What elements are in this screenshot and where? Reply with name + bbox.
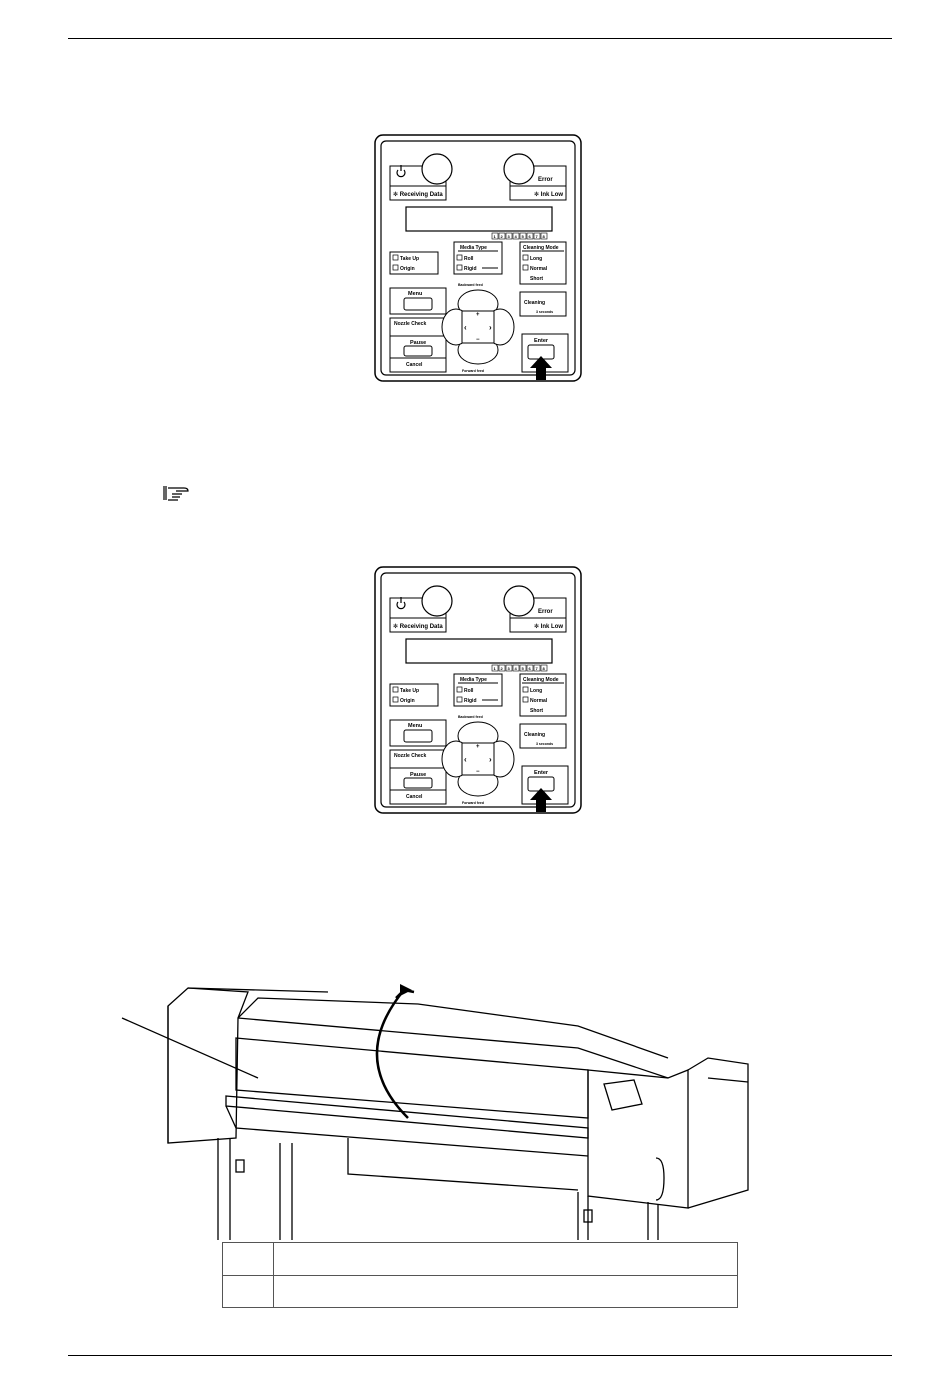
- table-row: [222, 1242, 738, 1276]
- svg-text:1: 1: [494, 234, 497, 239]
- cleaning-label: Cleaning: [524, 732, 545, 738]
- rigid-label: Rigid: [464, 266, 477, 272]
- press-arrow-icon: [530, 788, 552, 812]
- long-label: Long: [530, 256, 542, 262]
- arrow-pad[interactable]: + − ‹ ›: [441, 721, 515, 797]
- part-number: [222, 1242, 274, 1276]
- origin-label: Origin: [400, 698, 415, 704]
- svg-text:4: 4: [515, 666, 518, 671]
- short-label: Short: [530, 708, 543, 714]
- printer-illustration: [108, 978, 808, 1240]
- front-cover: [235, 1037, 589, 1119]
- svg-text:−: −: [476, 337, 480, 343]
- origin-label: Origin: [400, 266, 415, 272]
- pause-label: Pause: [410, 340, 426, 346]
- svg-text:5: 5: [522, 234, 525, 239]
- enter-label: Enter: [534, 770, 549, 776]
- svg-text:‹: ‹: [464, 323, 467, 332]
- cleaning-mode-label: Cleaning Mode: [523, 677, 559, 683]
- take-up-label: Take Up: [400, 256, 419, 262]
- forward-feed-label: Forward feed: [462, 369, 484, 373]
- three-seconds-label: 3 seconds: [536, 742, 553, 746]
- svg-text:7: 7: [536, 666, 539, 671]
- receiving-data-label: ✻ Receiving Data: [393, 191, 443, 198]
- header-rule: [68, 38, 892, 39]
- receiving-data-label: ✻ Receiving Data: [393, 623, 443, 630]
- cover-leader-line: [121, 1017, 259, 1079]
- cancel-label: Cancel: [406, 362, 423, 368]
- normal-label: Normal: [530, 698, 548, 704]
- footer-rule: [68, 1355, 892, 1356]
- part-description: [273, 1242, 738, 1276]
- enter-label: Enter: [534, 338, 549, 344]
- backward-feed-label: Backward feed: [458, 715, 483, 719]
- part-description: [273, 1274, 738, 1308]
- svg-text:8: 8: [543, 234, 546, 239]
- cleaning-mode-label: Cleaning Mode: [523, 245, 559, 251]
- svg-text:3: 3: [508, 234, 511, 239]
- svg-text:4: 4: [515, 234, 518, 239]
- control-panel-figure-1: ✻ Receiving Data Error ✻ Ink Low 1 2 3 4…: [374, 134, 582, 382]
- svg-text:1: 1: [494, 666, 497, 671]
- lcd-display: [405, 206, 553, 232]
- svg-text:›: ›: [489, 323, 492, 332]
- nozzle-check-label: Nozzle Check: [394, 321, 426, 327]
- cleaning-label: Cleaning: [524, 300, 545, 306]
- arrow-pad[interactable]: + − ‹ ›: [441, 289, 515, 365]
- svg-text:2: 2: [501, 234, 504, 239]
- svg-text:3: 3: [508, 666, 511, 671]
- menu-button[interactable]: [403, 729, 433, 743]
- short-label: Short: [530, 276, 543, 282]
- normal-label: Normal: [530, 266, 548, 272]
- ink-low-label: ✻ Ink Low: [534, 191, 563, 198]
- pause-button[interactable]: [403, 345, 433, 357]
- backward-feed-label: Backward feed: [458, 283, 483, 287]
- control-panel-figure-2: ✻ Receiving Data Error ✻ Ink Low 1 2 3 4…: [374, 566, 582, 814]
- table-row: [222, 1274, 738, 1308]
- error-label: Error: [538, 609, 553, 615]
- menu-button[interactable]: [403, 297, 433, 311]
- menu-label: Menu: [408, 723, 422, 729]
- media-type-label: Media Type: [460, 245, 487, 251]
- long-label: Long: [530, 688, 542, 694]
- power-icon: [396, 597, 406, 610]
- svg-text:›: ›: [489, 755, 492, 764]
- pointing-hand-icon: [163, 486, 189, 501]
- error-label: Error: [538, 177, 553, 183]
- control-panel-illustration: ✻ Receiving Data Error ✻ Ink Low 1 2 3 4…: [374, 134, 582, 382]
- pause-label: Pause: [410, 772, 426, 778]
- svg-text:6: 6: [529, 234, 532, 239]
- svg-text:6: 6: [529, 666, 532, 671]
- svg-text:2: 2: [501, 666, 504, 671]
- svg-text:+: +: [476, 744, 480, 750]
- svg-text:5: 5: [522, 666, 525, 671]
- svg-text:−: −: [476, 769, 480, 775]
- press-arrow-icon: [530, 356, 552, 380]
- take-up-label: Take Up: [400, 688, 419, 694]
- roll-label: Roll: [464, 256, 474, 262]
- cancel-label: Cancel: [406, 794, 423, 800]
- three-seconds-label: 3 seconds: [536, 310, 553, 314]
- forward-feed-label: Forward feed: [462, 801, 484, 805]
- control-panel-illustration: ✻ Receiving Data Error ✻ Ink Low 1 2 3 4…: [374, 566, 582, 814]
- open-cover-arrow-icon: [375, 984, 415, 1119]
- menu-label: Menu: [408, 291, 422, 297]
- svg-text:7: 7: [536, 234, 539, 239]
- ink-indicator-row: 1 2 3 4 5 6 7 8: [491, 232, 548, 240]
- printer-drawing: [121, 984, 749, 1240]
- parts-table: [222, 1242, 738, 1308]
- power-icon: [396, 165, 406, 178]
- part-number: [222, 1274, 274, 1308]
- nozzle-check-label: Nozzle Check: [394, 753, 426, 759]
- svg-text:+: +: [476, 312, 480, 318]
- media-type-label: Media Type: [460, 677, 487, 683]
- roll-label: Roll: [464, 688, 474, 694]
- lcd-display: [405, 638, 553, 664]
- ink-indicator-row: 1 2 3 4 5 6 7 8: [491, 664, 548, 672]
- pause-button[interactable]: [403, 777, 433, 789]
- svg-text:‹: ‹: [464, 755, 467, 764]
- ink-low-label: ✻ Ink Low: [534, 623, 563, 630]
- rigid-label: Rigid: [464, 698, 477, 704]
- svg-text:8: 8: [543, 666, 546, 671]
